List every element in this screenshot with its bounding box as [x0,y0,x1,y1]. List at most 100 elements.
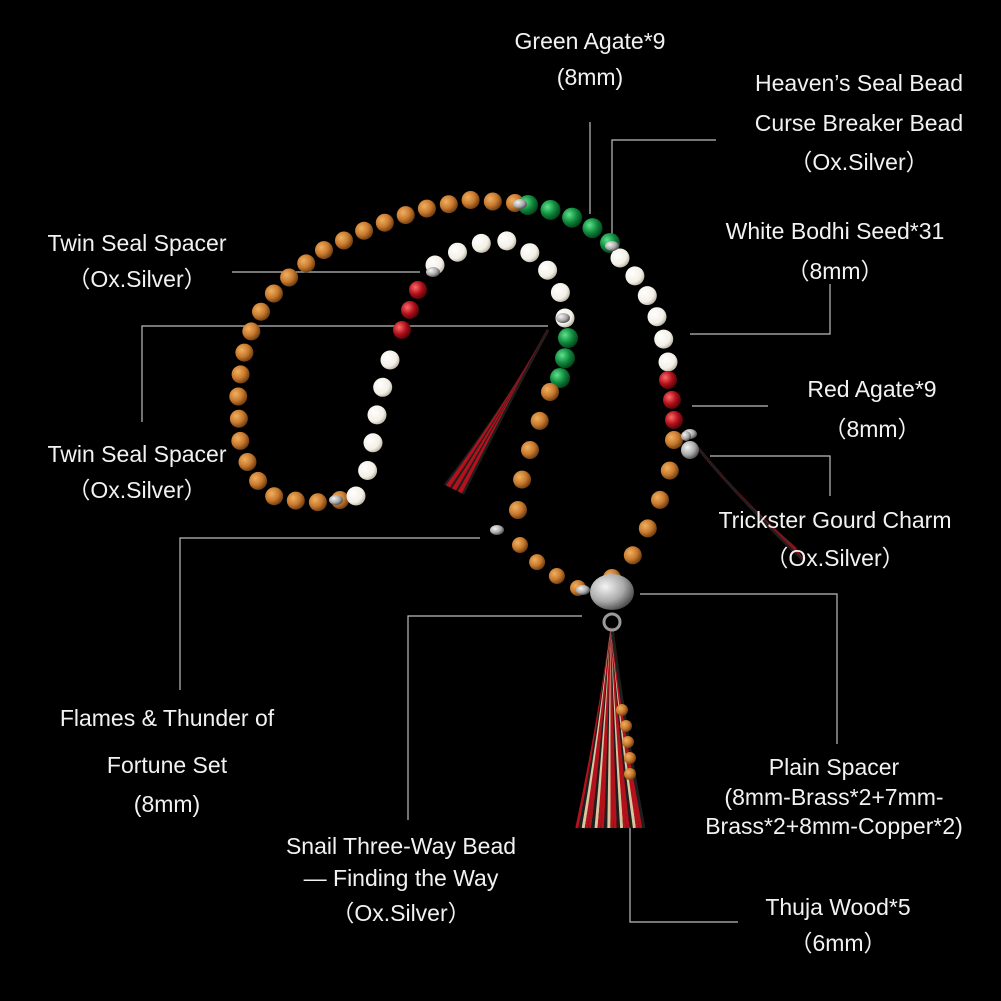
label-red-agate: Red Agate*9 （8mm） [772,376,972,443]
white-bodhi-bead [647,307,667,327]
thuja-wood-bead [439,195,458,214]
thuja-wood-bead [521,441,539,459]
gourd-charm [681,441,699,459]
main-tassel [575,627,646,829]
leader-lines [141,122,838,923]
white-bodhi-bead [380,350,400,370]
thuja-wood-bead [229,409,248,428]
leader-flames-thunder [179,537,480,690]
white-bodhi-bead [637,286,657,306]
green-agate-bead [550,368,570,388]
snail-bead-line2: — Finding the Way [303,864,499,891]
white-bodhi-bead [373,377,393,397]
flames-thunder-line1: Flames & Thunder of [59,705,275,731]
heavens-seal-line1: Heaven’s Seal Bead [755,70,963,96]
label-flames-thunder: Flames & Thunder of Fortune Set (8mm) [30,705,304,819]
leader-white-bodhi [690,284,831,335]
label-white-bodhi: White Bodhi Seed*31 （8mm） [700,218,970,285]
thuja-wood-bead [242,322,261,341]
white-bodhi-bead [520,243,540,263]
white-bodhi-bead [658,352,678,372]
white-bodhi-bead [625,266,645,286]
thuja-wood-bead [623,546,642,565]
white-bodhi-bead [448,242,467,262]
thuja-wood-bead [638,519,657,538]
thuja-wood-bead [417,199,436,218]
green-agate-bead [540,199,561,220]
silver-spacer [490,525,504,535]
silver-spacer [426,267,440,277]
flames-thunder-size: (8mm) [133,791,201,818]
label-thuja-wood: Thuja Wood*5 （6mm） [730,894,946,957]
gourd-charm-material: （Ox.Silver） [765,544,905,571]
thuja-wood-bead [249,471,268,490]
gourd-charm-name: Trickster Gourd Charm [718,507,952,533]
thuja-wood-bead [665,431,683,449]
thuja-wood-bead [335,231,353,250]
gourd-charm-top [681,431,691,441]
leader-heavens-seal [611,139,716,246]
red-agate-bead [659,371,677,389]
white-bodhi-bead [471,233,491,253]
white-bodhi-bead [610,248,630,268]
thuja-wood-bead [660,461,679,480]
thuja-wood-bead [396,206,415,225]
green-agate-bead [562,207,583,228]
bail-ring [602,612,622,632]
bead-strand [229,191,697,596]
snail-bead-line1: Snail Three-Way Bead [285,833,517,859]
thuja-wood-small-bead [616,704,628,716]
red-agate-bead [393,321,411,339]
thuja-wood-bead [461,191,480,209]
plain-spacer-line3: Brass*2+8mm-Copper*2) [705,813,963,840]
green-agate-bead [558,328,578,348]
white-bodhi-name: White Bodhi Seed*31 [725,218,945,244]
green-agate-size: (8mm) [556,63,624,90]
silver-spacer [556,313,570,323]
thuja-wood-name: Thuja Wood*5 [765,894,911,920]
white-bodhi-bead [363,433,383,453]
thuja-wood-small-bead [624,752,636,764]
thuja-wood-small-bead [622,736,634,748]
twin-seal-top-material: （Ox.Silver） [67,265,207,292]
thuja-wood-bead [308,493,327,512]
white-bodhi-bead [346,486,366,506]
thuja-wood-bead [541,383,559,401]
charms [590,431,699,780]
silver-spacer [329,495,343,505]
white-bodhi-bead [654,329,674,349]
thuja-wood-bead [651,490,669,509]
white-bodhi-bead [367,405,387,425]
thuja-wood-bead [529,554,546,571]
snail-bead-material: （Ox.Silver） [331,900,471,927]
thuja-wood-bead [280,268,299,287]
thuja-wood-bead [548,568,565,584]
label-twin-seal-top: Twin Seal Spacer （Ox.Silver） [14,230,260,293]
twin-seal-bottom-name: Twin Seal Spacer [47,441,227,467]
thuja-wood-bead [315,241,333,260]
thuja-wood-bead [235,343,254,362]
label-green-agate: Green Agate*9 (8mm) [470,28,710,91]
twin-seal-bottom-material: （Ox.Silver） [67,476,207,503]
flames-thunder-line2: Fortune Set [106,751,228,778]
plain-spacer-name: Plain Spacer [768,754,900,780]
thuja-wood-bead [265,487,284,506]
thuja-wood-bead [512,537,528,553]
thuja-wood-bead [355,221,374,240]
leader-twin-seal-bottom [141,325,548,422]
white-bodhi-bead [550,283,570,302]
red-agate-bead [665,411,683,429]
label-heavens-seal: Heaven’s Seal Bead Curse Breaker Bead （O… [728,70,990,177]
thuja-wood-small-bead [624,768,636,780]
green-agate-name: Green Agate*9 [514,28,666,54]
silver-spacer [576,585,590,595]
plain-spacer-line2: (8mm-Brass*2+7mm- [724,783,944,810]
leader-snail-bead [407,615,582,820]
green-agate-bead [555,348,575,369]
red-agate-size: （8mm） [823,415,921,442]
thuja-wood-bead [483,192,502,211]
red-agate-bead [401,301,419,319]
red-agate-bead [409,281,427,299]
label-gourd-charm: Trickster Gourd Charm （Ox.Silver） [690,507,980,572]
